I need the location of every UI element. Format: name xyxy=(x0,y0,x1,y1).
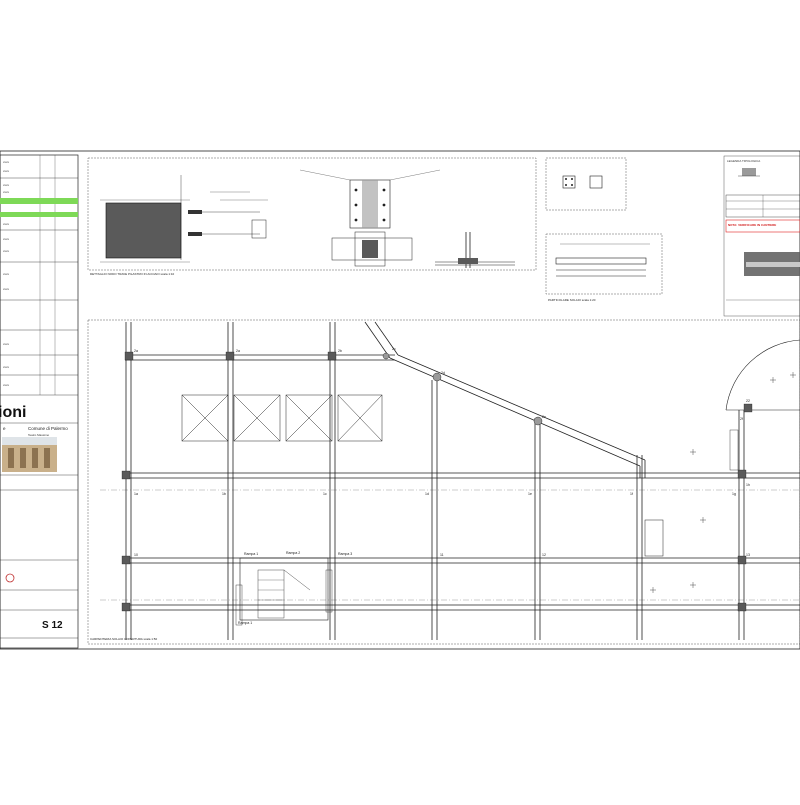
detail-caption: PARTICOLARE SOLAIO scala 1:20 xyxy=(548,298,596,302)
title-block: xxxx xxxx xxxx xxxx xxxx xxxx xxxx xxxx … xyxy=(0,154,79,649)
title-row: xxxx xyxy=(3,237,10,241)
sheet-code: S 12 xyxy=(42,620,63,631)
node-label: 1a xyxy=(134,492,138,496)
title-row: xxxx xyxy=(3,249,10,253)
node-label: 1e xyxy=(528,492,532,496)
client-subtitle: Teatro Massimo xyxy=(28,433,50,437)
curved-wall xyxy=(725,339,800,411)
node-label: 1d xyxy=(425,492,429,496)
node-label: 2e xyxy=(542,415,546,419)
green-cell xyxy=(0,198,78,204)
node-label: 2c xyxy=(392,347,396,351)
legend-panel: LEGENDA TIPOLOGICA NOTA: VERIFICARE IN C… xyxy=(723,155,800,317)
title-row: xxxx xyxy=(3,383,10,387)
node-label: 1h xyxy=(746,483,750,487)
node-marker xyxy=(382,352,390,360)
node-label: 1f xyxy=(630,492,633,496)
warning-box xyxy=(725,219,800,233)
node-marker xyxy=(432,372,442,382)
node-label: 2d xyxy=(441,371,445,375)
column-nodes xyxy=(121,351,753,612)
title-row: xxxx xyxy=(3,183,10,187)
stair-label: Rampa 1 xyxy=(244,552,258,556)
title-row: xxxx xyxy=(3,272,10,276)
title-row: xxxx xyxy=(3,342,10,346)
plan-caption: CARPENTERIA SOLAIO COPERTURA scala 1:50 xyxy=(90,637,157,641)
detail-caption: DETTAGLIO NODO TRAVE PILASTRO IN ACCIAIO… xyxy=(90,272,175,276)
node-label: 2a xyxy=(134,349,138,353)
legend-warning: NOTA: VERIFICARE IN CANTIERE xyxy=(728,223,776,227)
brand-name: ioni xyxy=(0,404,26,421)
title-row: xxxx xyxy=(3,222,10,226)
node-label: 11 xyxy=(440,553,444,557)
green-cell xyxy=(0,212,78,217)
node-marker xyxy=(533,416,543,426)
stair-label: Rampa 3 xyxy=(338,552,352,556)
node-label: 2f xyxy=(740,417,743,421)
base-plate xyxy=(105,202,182,259)
elevator-core xyxy=(644,519,664,557)
client-left: e xyxy=(3,426,6,431)
stair-label: Rampa 1 xyxy=(238,621,252,625)
node-label: 12 xyxy=(542,553,546,557)
stair: Rampa 1 Rampa 2 Rampa 3 Rampa 1 xyxy=(235,551,352,626)
logo-icon xyxy=(5,573,15,583)
node-label: 10 xyxy=(134,553,138,557)
title-row: xxxx xyxy=(3,365,10,369)
floor-plan: CARPENTERIA SOLAIO COPERTURA scala 1:50 xyxy=(87,319,800,645)
client-name: Comune di Palermo xyxy=(28,426,68,431)
node-label: 22 xyxy=(746,399,750,403)
title-row: xxxx xyxy=(3,169,10,173)
node-label: 1g xyxy=(732,492,736,496)
stair-label: Rampa 2 xyxy=(286,551,300,555)
node-label: 13 xyxy=(746,553,750,557)
detail-panel-slab-detail: PARTICOLARE SOLAIO scala 1:20 xyxy=(545,233,663,302)
title-row: xxxx xyxy=(3,190,10,194)
sheet-border xyxy=(0,150,800,650)
legend-title: LEGENDA TIPOLOGICA xyxy=(727,159,760,163)
detail-panel-slab-section xyxy=(545,157,627,211)
cross-markers xyxy=(650,372,796,593)
node-label: 1b xyxy=(222,492,226,496)
skylight-openings xyxy=(181,394,383,442)
detail-panel-connection: DETTAGLIO NODO TRAVE PILASTRO IN ACCIAIO… xyxy=(87,157,537,276)
node-label: 2a xyxy=(236,349,240,353)
title-row: xxxx xyxy=(3,287,10,291)
node-label: 2b xyxy=(338,349,342,353)
node-label: 1c xyxy=(323,492,327,496)
title-row: xxxx xyxy=(3,160,10,164)
